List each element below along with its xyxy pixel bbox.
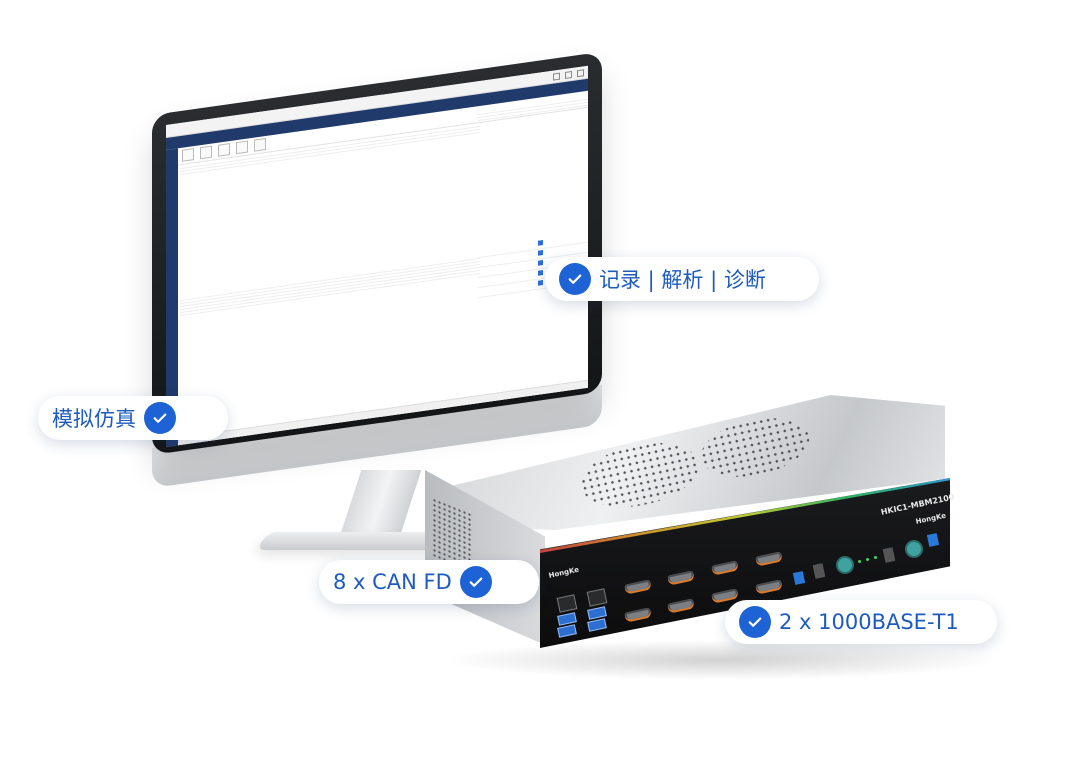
message-table-bottom xyxy=(180,255,480,316)
toolbar-button xyxy=(236,140,248,155)
status-led-icon xyxy=(874,556,877,559)
feature-badge-record: 记录 | 解析 | 诊断 xyxy=(545,257,819,301)
check-circle-icon xyxy=(144,402,176,434)
dip-switch-icon xyxy=(792,571,806,585)
feature-badge-canfd: 8 x CAN FD xyxy=(319,560,539,604)
close-icon xyxy=(577,68,584,77)
toolbar-button xyxy=(200,145,212,160)
app-body xyxy=(166,90,588,448)
minimize-icon xyxy=(553,72,560,81)
check-circle-icon xyxy=(739,606,771,638)
feature-badge-label: 8 x CAN FD xyxy=(333,570,452,594)
monitor xyxy=(152,51,602,456)
maximize-icon xyxy=(565,70,572,79)
status-led-icon xyxy=(858,560,861,563)
checkbox-icon xyxy=(538,269,544,276)
feature-badge-label: 记录 | 解析 | 诊断 xyxy=(599,268,766,292)
checkbox-icon xyxy=(538,249,544,256)
monitor-screen xyxy=(166,65,588,448)
monitor-stand-neck xyxy=(338,470,422,540)
checkbox-icon xyxy=(538,239,544,246)
checkbox-icon xyxy=(538,279,544,286)
feature-badge-label: 2 x 1000BASE-T1 xyxy=(779,610,959,634)
window-controls xyxy=(553,68,584,81)
feature-badge-label: 模拟仿真 xyxy=(52,407,136,431)
feature-badge-simulation: 模拟仿真 xyxy=(38,396,228,440)
device-shadow xyxy=(440,640,1000,680)
checkbox-icon xyxy=(538,259,544,266)
toolbar-button xyxy=(218,143,230,157)
check-circle-icon xyxy=(559,263,591,295)
status-led-icon xyxy=(866,558,869,561)
dip-switch-icon xyxy=(926,533,940,547)
feature-badge-ethernet: 2 x 1000BASE-T1 xyxy=(725,600,997,644)
toolbar-button xyxy=(182,148,194,162)
toolbar-button xyxy=(254,137,266,152)
check-circle-icon xyxy=(459,566,492,598)
app-main-area xyxy=(178,90,588,447)
